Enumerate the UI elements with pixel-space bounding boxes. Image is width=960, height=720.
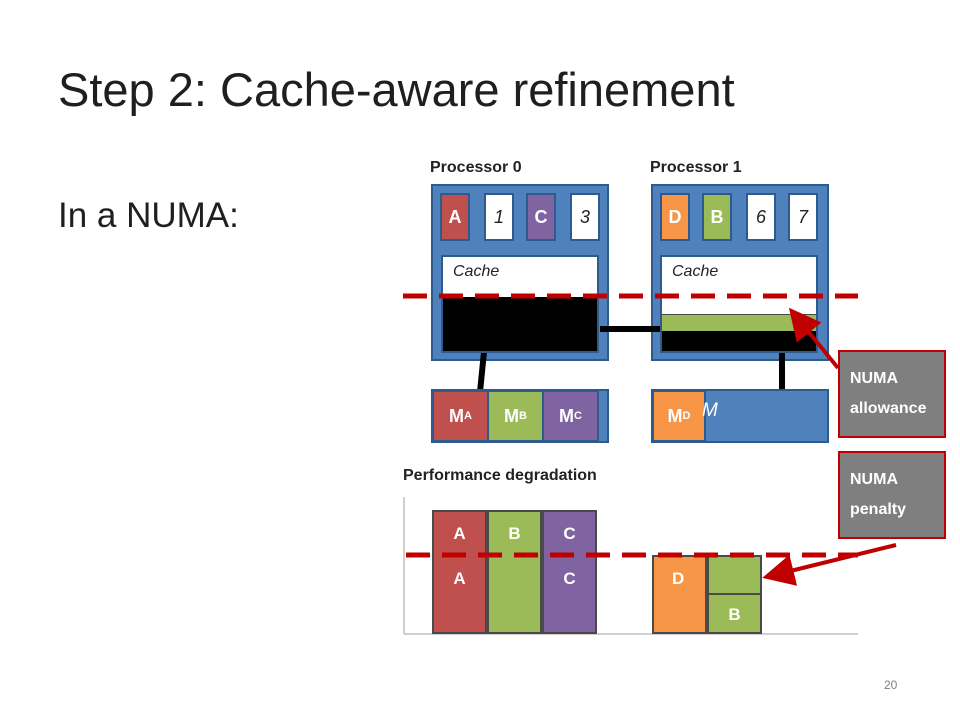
numa-allowance-callout: NUMA allowance [838, 350, 946, 438]
numa-penalty-callout: NUMA penalty [838, 451, 946, 539]
p1-slot-b: B [702, 193, 732, 241]
p0-slot-c: C [526, 193, 556, 241]
perf-bar-b-base-label: B [728, 605, 741, 624]
perf-bar-b-base: B [707, 593, 762, 634]
numa-penalty-line-1: NUMA [850, 471, 898, 488]
cache-0-label: Cache [453, 263, 500, 280]
slide-title: Step 2: Cache-aware refinement [58, 63, 735, 116]
cache-1-label: Cache [672, 263, 719, 280]
perf-bar-d: D [652, 555, 707, 634]
memory-b-m: M [504, 405, 520, 426]
page-number: 20 [884, 678, 898, 692]
p1-slot-7: 7 [788, 193, 818, 241]
memory-d-m: M [667, 405, 683, 426]
processor-1-label: Processor 1 [650, 159, 742, 176]
memory-a-m: M [449, 405, 465, 426]
perf-bar-b: B [487, 510, 542, 634]
cache-0: Cache [441, 255, 599, 353]
perf-bar-c-bottom-label: C [563, 569, 576, 588]
p0-slot-3: 3 [570, 193, 600, 241]
memory-b-sub: B [519, 410, 527, 422]
perf-bar-d-label: D [672, 569, 685, 588]
memory-c-sub: C [574, 410, 582, 422]
perf-bar-c: C C [542, 510, 597, 634]
numa-allowance-line-1: NUMA [850, 370, 898, 387]
perf-title: Performance degradation [403, 467, 597, 484]
cache-1-green-fill [662, 314, 816, 332]
numa-penalty-line-2: penalty [850, 501, 907, 518]
p1-slot-6: 6 [746, 193, 776, 241]
body-text: In a NUMA: [58, 196, 239, 235]
p0-slot-1: 1 [484, 193, 514, 241]
memory-1-partial-label: M [702, 400, 718, 421]
cache-1: Cache [660, 255, 818, 353]
memory-a-sub: A [464, 410, 472, 422]
p1-slot-d: D [660, 193, 690, 241]
cache-0-fill [443, 297, 597, 351]
perf-bar-a-top-label: A [453, 524, 466, 543]
processor-0-label: Processor 0 [430, 159, 522, 176]
p0-slot-a: A [440, 193, 470, 241]
memory-c-m: M [559, 405, 575, 426]
perf-bar-a: A A [432, 510, 487, 634]
cache-1-black-fill [662, 331, 816, 351]
perf-bar-b-penalty [707, 555, 762, 595]
memory-d-sub: D [682, 410, 691, 422]
memory-connector-0 [477, 351, 487, 393]
perf-bar-b-top-label: B [508, 524, 521, 543]
perf-bar-a-bottom-label: A [453, 569, 466, 588]
numa-allowance-line-2: allowance [850, 400, 927, 417]
perf-bar-c-top-label: C [563, 524, 576, 543]
